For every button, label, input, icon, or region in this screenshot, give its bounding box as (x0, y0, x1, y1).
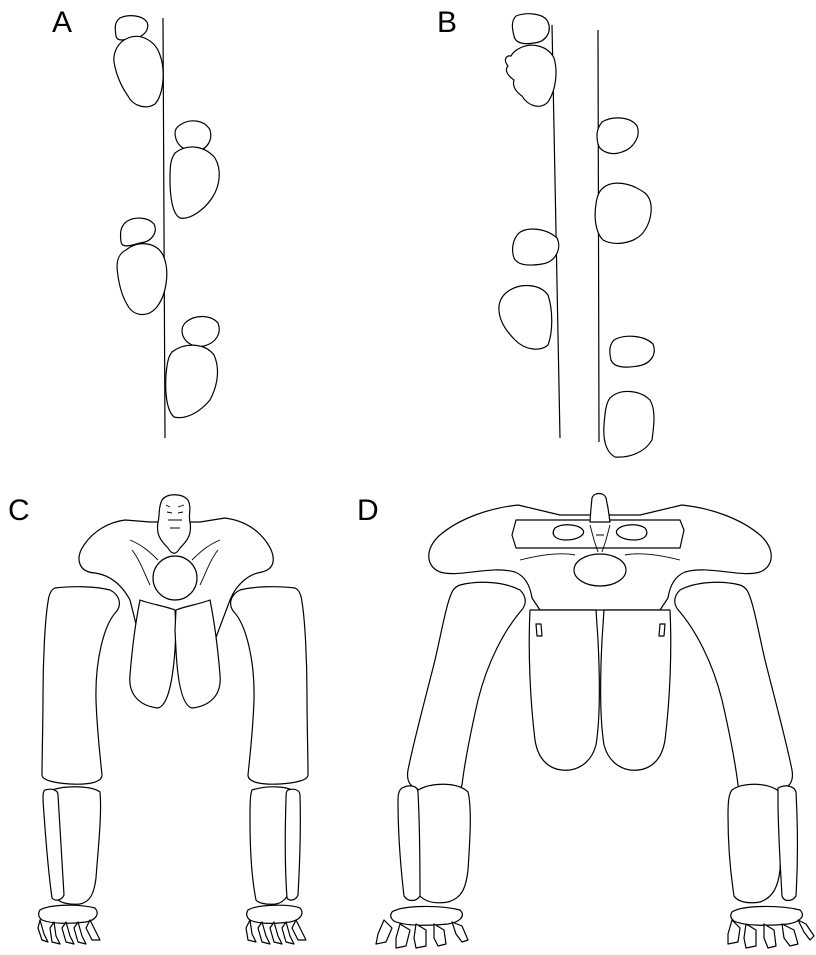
panel-a: A (52, 6, 219, 438)
sacral-foramen (553, 525, 583, 540)
sacrum (512, 520, 684, 548)
sacral-spine (590, 494, 610, 523)
foot-left (38, 905, 100, 944)
toe (782, 924, 798, 946)
footprint-pair (114, 16, 163, 107)
manus-print (512, 14, 549, 44)
pes-print (604, 391, 654, 457)
femur (675, 582, 793, 794)
femur (42, 587, 119, 785)
panel-a-label: A (52, 6, 72, 39)
toe (282, 922, 294, 944)
manus-print (597, 118, 638, 154)
footprint-pair (117, 218, 167, 315)
femur (408, 582, 526, 794)
toe (38, 920, 48, 942)
obturator-notch (536, 624, 542, 636)
pes-print (170, 147, 219, 218)
panel-d-label: D (357, 494, 379, 527)
toe (292, 920, 306, 940)
obturator-notch (659, 624, 665, 636)
trackway-right-line (598, 30, 599, 442)
toe (744, 924, 756, 948)
pes-print (595, 183, 651, 243)
footprint-pair (170, 121, 219, 218)
toe (396, 924, 410, 948)
toe (270, 922, 282, 944)
pes-print (117, 244, 167, 315)
toe (74, 922, 86, 944)
manus-print (121, 218, 156, 246)
pes-print (166, 345, 218, 417)
toe (764, 924, 776, 948)
panel-b: B (437, 6, 654, 457)
metatarsus (247, 905, 302, 923)
pes-print (114, 36, 163, 106)
fibula (398, 786, 420, 901)
tibia (414, 784, 471, 903)
foot-right (728, 906, 814, 948)
ischium (130, 600, 176, 708)
sacral-foramen (616, 525, 646, 540)
metatarsus (39, 905, 97, 923)
fibula (285, 789, 300, 900)
acetabulum-opening (153, 556, 197, 600)
pes-print (505, 45, 556, 106)
manus-print (182, 316, 219, 346)
manus-print (513, 229, 559, 265)
femur (231, 587, 308, 785)
toe (434, 924, 446, 946)
footprint-pair (166, 316, 220, 417)
pes-print (499, 286, 552, 350)
toe (798, 920, 814, 940)
tibia (728, 784, 782, 903)
panel-c: C (8, 494, 308, 944)
toe (86, 920, 100, 940)
panel-c-label: C (8, 494, 30, 527)
acetabulum-opening (574, 554, 626, 586)
toe (258, 922, 270, 944)
metatarsus (731, 906, 803, 925)
manus-print (610, 336, 654, 367)
toe (452, 922, 468, 942)
ischium (175, 600, 220, 708)
panel-b-label: B (437, 6, 457, 39)
toe (728, 920, 740, 944)
panel-d: D (357, 494, 814, 949)
toe (414, 924, 426, 948)
foot-left (376, 906, 468, 948)
toe (246, 920, 256, 942)
toe (376, 920, 392, 944)
toe (50, 922, 60, 944)
foot-right (246, 905, 306, 944)
toe (62, 922, 74, 944)
fibula (778, 786, 798, 901)
